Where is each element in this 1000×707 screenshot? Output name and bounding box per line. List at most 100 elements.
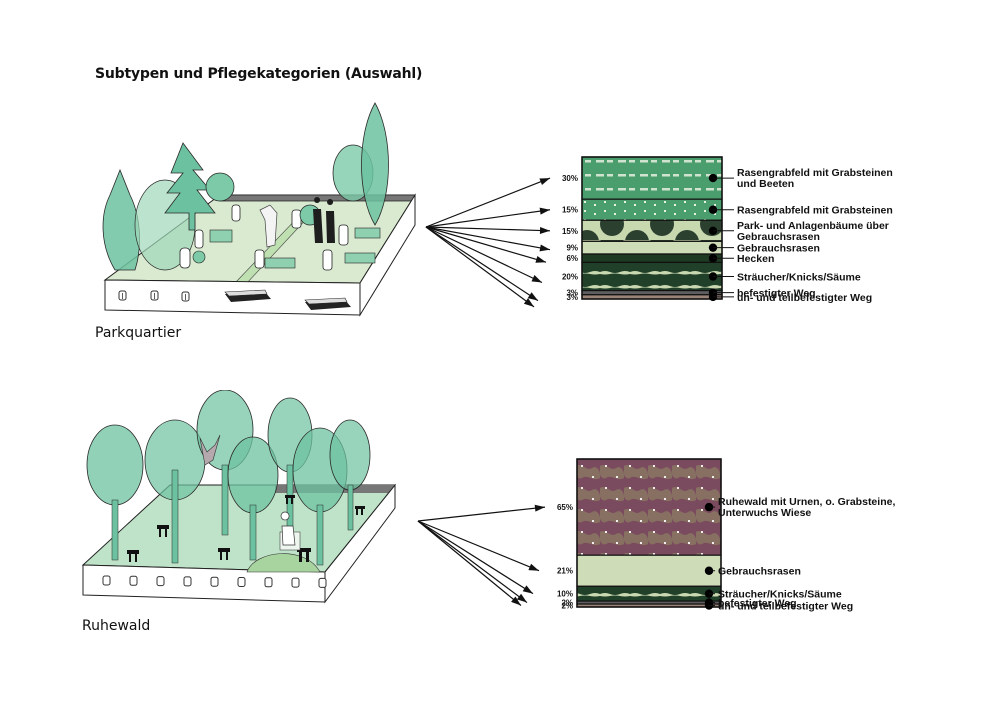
- pointer-arrow: [425, 226, 539, 302]
- pointer-arrow: [417, 520, 534, 595]
- arrowhead-icon: [531, 275, 542, 283]
- category-label: Park- und Anlagenbäume über: [737, 220, 889, 232]
- bench-icon: [218, 548, 230, 560]
- arrowhead-icon: [523, 298, 534, 307]
- gravestone-icon: [338, 224, 349, 246]
- spruce-tree-icon: [164, 142, 216, 231]
- arrowhead-icon: [511, 596, 521, 606]
- parkquartier-illustration: [102, 102, 416, 317]
- stack-border: [581, 156, 723, 300]
- tree-trunk: [111, 499, 119, 561]
- percent-label: 6%: [566, 254, 578, 263]
- category-label: Gebrauchsrasen: [718, 566, 801, 578]
- category-label: Sträucher/Knicks/Säume: [718, 589, 842, 601]
- urn-icon: [150, 290, 159, 301]
- percent-label: 2%: [561, 599, 573, 608]
- percent-label: 9%: [566, 244, 578, 253]
- category-label: Sträucher/Knicks/Säume: [737, 272, 861, 284]
- bird-icon: [199, 434, 221, 466]
- stack-segment-2: [581, 198, 723, 221]
- gravestone-icon: [254, 249, 265, 269]
- urn-icon: [129, 575, 138, 586]
- arrowhead-icon: [527, 292, 538, 301]
- stack-segment-4: [581, 240, 723, 255]
- stack-segment-3: [576, 585, 722, 602]
- percent-label: 2%: [561, 602, 573, 611]
- coffin-icon: [304, 297, 348, 305]
- tree-trunk: [347, 484, 354, 531]
- stack-segment-2: [576, 554, 722, 587]
- urn-icon: [210, 576, 219, 587]
- arrowhead-icon: [539, 244, 550, 252]
- arrowhead-icon: [534, 504, 545, 512]
- bench-icon: [127, 550, 139, 562]
- slab-side: [324, 483, 396, 604]
- tree-trunk: [249, 504, 257, 561]
- shrub-icon: [192, 250, 206, 264]
- gravestone-icon: [322, 249, 333, 271]
- gravestone-icon: [194, 229, 204, 249]
- pointer-arrow: [417, 520, 522, 606]
- category-label: befestigter Weg: [718, 598, 797, 610]
- bench-icon: [157, 525, 169, 537]
- arrowhead-icon: [516, 593, 527, 603]
- percent-label: 15%: [562, 227, 578, 236]
- pointer-arrow: [425, 226, 551, 251]
- category-label: un- und teilbefestigter Weg: [718, 601, 853, 613]
- pointer-arrow: [425, 226, 551, 232]
- category-label: befestigter Weg: [737, 288, 816, 300]
- stack-border: [576, 458, 722, 608]
- urn-icon: [118, 290, 127, 301]
- ruhewald-caption: Ruhewald: [82, 618, 151, 634]
- gravestone-icon: [179, 247, 191, 269]
- category-label: Rasengrabfeld mit Grabsteinen: [737, 167, 893, 179]
- arrowhead-icon: [539, 207, 550, 215]
- urn-icon: [264, 577, 273, 588]
- tree-trunk: [221, 464, 229, 536]
- arrowhead-icon: [528, 563, 539, 571]
- arrowhead-icon: [539, 178, 550, 186]
- urn-icon: [237, 577, 246, 587]
- pointer-arrow: [425, 226, 547, 263]
- percent-label: 3%: [566, 289, 578, 298]
- arrowhead-icon: [535, 256, 546, 263]
- pointer-arrow: [417, 520, 540, 572]
- coffin-icon: [224, 289, 268, 297]
- pointer-arrow: [417, 520, 528, 604]
- ruhewald-stack: 65% Ruhewald mit Urnen, o. Grabsteine,Unt…: [417, 458, 895, 613]
- stack-segment-6: [581, 261, 723, 292]
- percent-label: 65%: [557, 503, 573, 512]
- urn-icon: [181, 291, 190, 302]
- category-label: Ruhewald mit Urnen, o. Grabsteine,: [718, 496, 895, 508]
- urn-icon: [102, 575, 111, 586]
- percent-label: 21%: [557, 567, 573, 576]
- stack-segment-3: [581, 219, 723, 242]
- arrowhead-icon: [522, 585, 533, 594]
- angel-statue-icon: [259, 204, 278, 248]
- gravestone-icon: [231, 204, 241, 222]
- percent-label: 10%: [557, 590, 573, 599]
- urn-icon: [291, 577, 300, 588]
- tree-trunk: [171, 469, 179, 564]
- tree-crown-icon: [205, 172, 235, 202]
- category-label: Rasengrabfeld mit Grabsteinen: [737, 205, 893, 217]
- ruhewald-illustration: [81, 390, 397, 604]
- sculpture-icon: [280, 511, 296, 546]
- stack-segment-5: [581, 253, 723, 264]
- urn-icon: [183, 576, 192, 587]
- grave-bed-icon: [264, 257, 296, 269]
- pointer-arrow: [425, 226, 543, 284]
- stack-segment-1: [581, 156, 723, 200]
- category-label: Unterwuchs Wiese: [718, 507, 811, 519]
- percent-label: 15%: [562, 206, 578, 215]
- pointer-arrow: [425, 209, 551, 228]
- tree-trunk: [316, 504, 324, 566]
- arrowhead-icon: [539, 227, 550, 235]
- category-label: Gebrauchsrasen: [737, 243, 820, 255]
- pointer-arrow: [425, 177, 551, 228]
- mourner-icon: [326, 199, 335, 243]
- grave-bed-icon: [354, 227, 381, 239]
- category-label: und Beeten: [737, 178, 794, 190]
